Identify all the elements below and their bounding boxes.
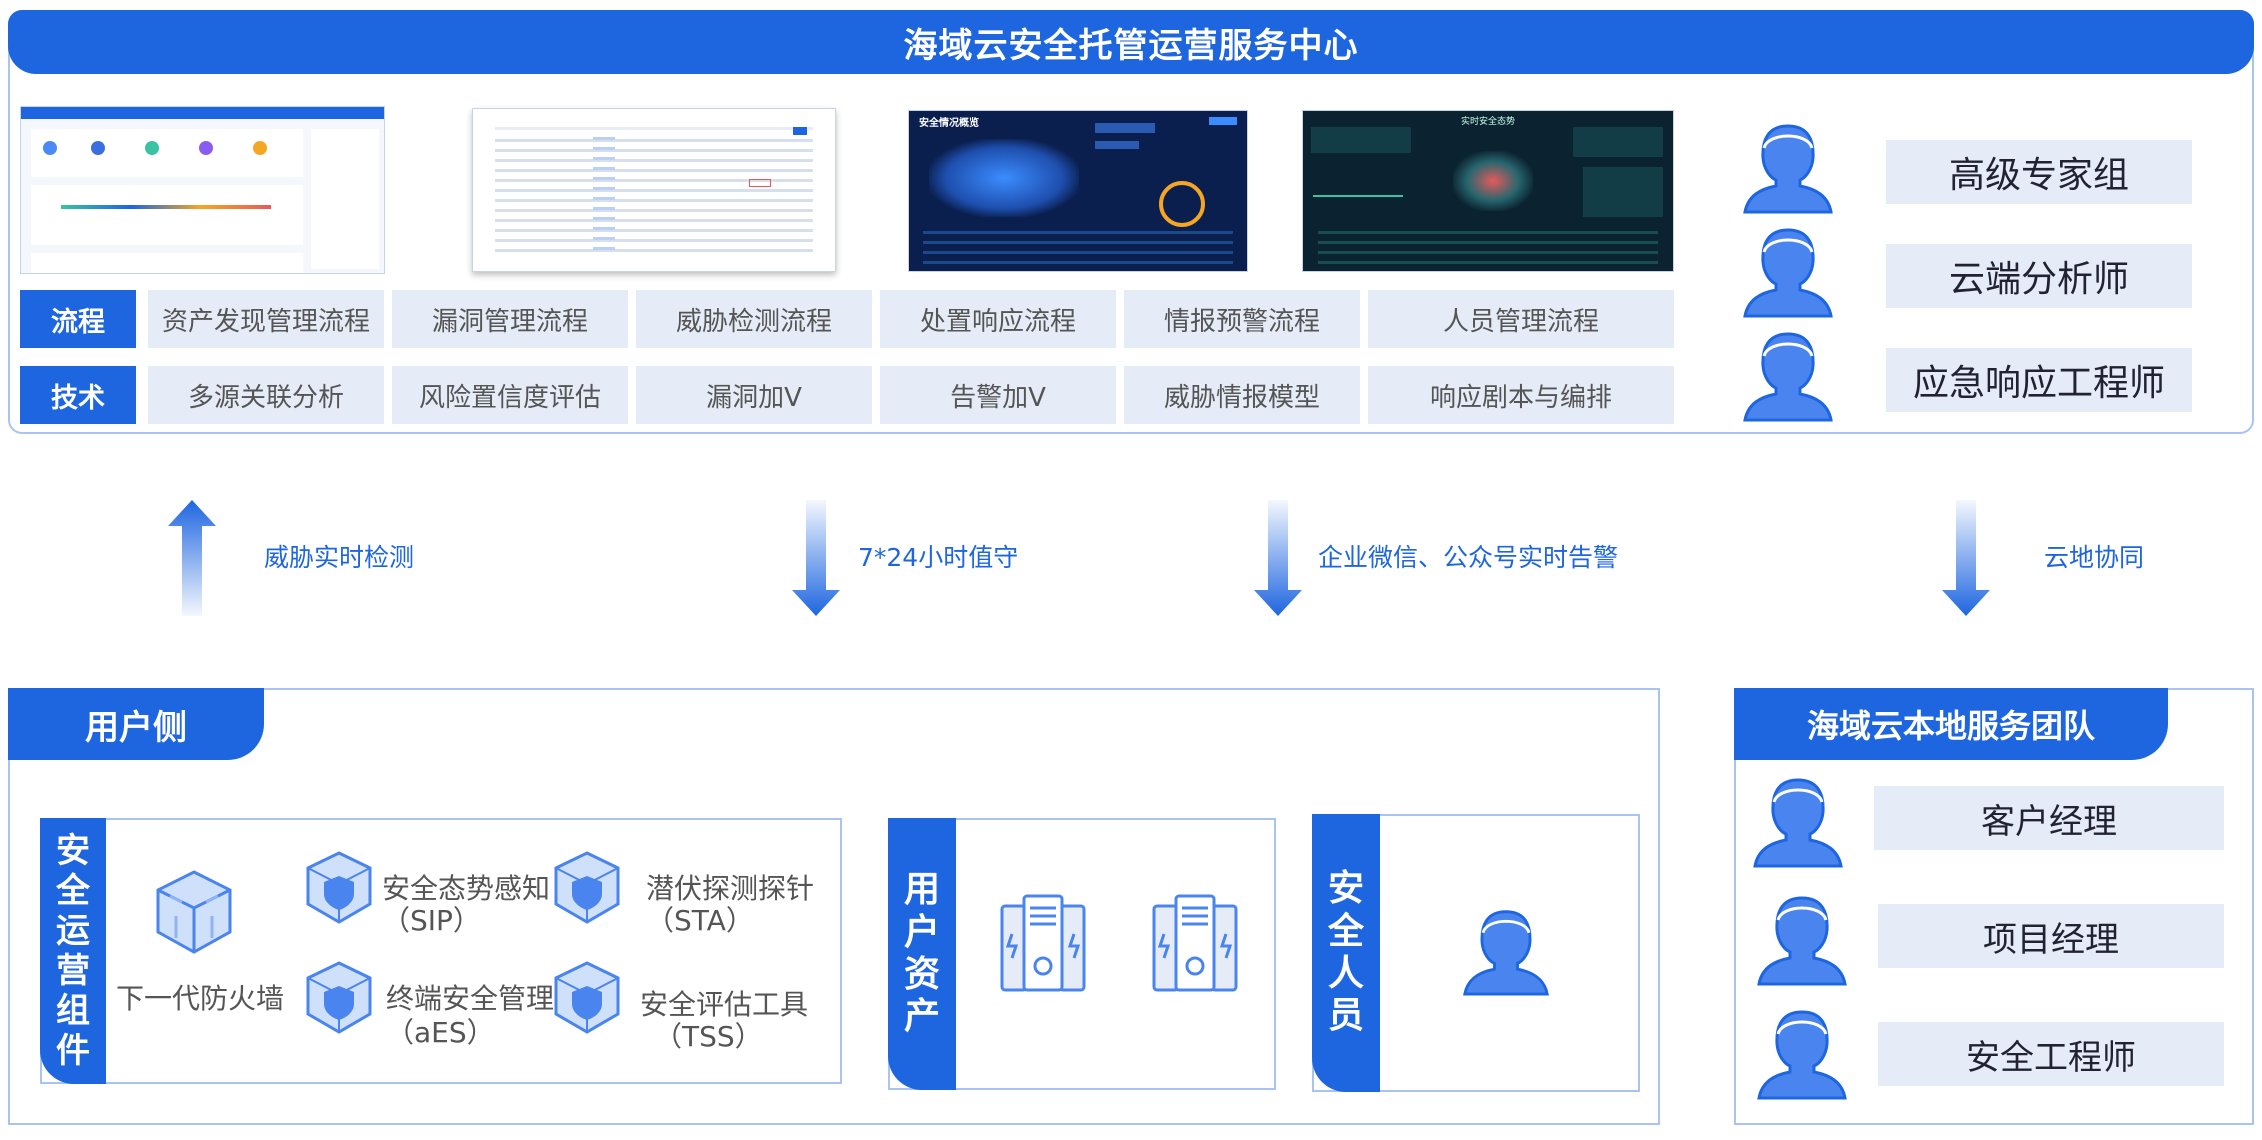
ops-components-title-text: 安全运营组件 [56,830,90,1072]
shield-cube-icon [554,851,620,924]
arrow-label-threat-detect: 威胁实时检测 [264,543,415,572]
tech-item-correlation: 多源关联分析 [148,366,384,424]
security-personnel-title: 安全人员 [1312,814,1380,1092]
user-side-frame [8,688,1660,1125]
arrow-up-icon [168,500,216,616]
arrow-down-icon [1942,500,1990,616]
realtime-title: 实时安全态势 [1460,117,1515,127]
situation-title: 安全情况概览 [919,118,979,129]
tech-row-head: 技术 [20,366,136,424]
tech-item-playbook: 响应剧本与编排 [1368,366,1674,424]
process-item-response: 处置响应流程 [880,290,1116,348]
engineer-person-icon [1743,332,1833,422]
tech-item-vuln-v: 漏洞加V [636,366,872,424]
analyst-person-icon [1743,228,1833,318]
realtime-posture-screenshot: 实时安全态势 [1302,110,1674,272]
process-item-intel: 情报预警流程 [1124,290,1360,348]
comp-tss-label: 安全评估工具 [640,988,809,1021]
ops-components-box [40,818,842,1084]
shield-cube-icon [306,851,372,924]
arrow-label-24x7: 7*24小时值守 [858,543,1019,572]
comp-sip-label: 安全态势感知 [382,872,551,905]
role-cloud-analyst: 云端分析师 [1886,244,2192,308]
security-personnel-title-text: 安全人员 [1327,868,1364,1037]
process-item-personnel: 人员管理流程 [1368,290,1674,348]
account-manager-person-icon [1753,778,1843,868]
local-role-security-engineer: 安全工程师 [1878,1022,2224,1086]
user-side-tab: 用户侧 [8,688,264,760]
local-role-project-manager: 项目经理 [1878,904,2224,968]
tech-item-alert-v: 告警加V [880,366,1116,424]
arrow-down-icon [792,500,840,616]
alert-table-screenshot [472,108,836,272]
firewall-cube-icon [156,870,232,954]
local-team-tab: 海域云本地服务团队 [1734,688,2168,760]
tech-item-risk: 风险置信度评估 [392,366,628,424]
service-center-title: 海域云安全托管运营服务中心 [8,10,2254,74]
arrow-down-icon [1254,500,1302,616]
process-item-asset: 资产发现管理流程 [148,290,384,348]
comp-aes-sub: （aES） [386,1016,495,1049]
comp-firewall-label: 下一代防火墙 [116,982,285,1015]
shield-cube-icon [306,961,372,1034]
project-manager-person-icon [1757,896,1847,986]
expert-person-icon [1743,124,1833,214]
ops-components-title: 安全运营组件 [40,818,106,1084]
arrow-label-cloud-local: 云地协同 [2044,543,2145,572]
local-role-account-manager: 客户经理 [1874,786,2224,850]
process-row-head: 流程 [20,290,136,348]
process-item-threat: 威胁检测流程 [636,290,872,348]
server-icon [1152,894,1238,992]
role-senior-expert: 高级专家组 [1886,140,2192,204]
user-assets-title: 用户资产 [888,818,956,1090]
role-emergency-engineer: 应急响应工程师 [1886,348,2192,412]
dashboard-screenshot [20,106,385,274]
comp-sta-sub: （STA） [646,904,754,937]
user-assets-title-text: 用户资产 [903,869,940,1038]
arrow-label-wechat-alert: 企业微信、公众号实时告警 [1318,543,1619,572]
server-icon [1000,894,1086,992]
comp-sta-label: 潜伏探测探针 [646,872,815,905]
comp-aes-label: 终端安全管理 [386,982,555,1015]
process-item-vuln: 漏洞管理流程 [392,290,628,348]
comp-tss-sub: （TSS） [654,1020,763,1053]
security-person-icon [1463,910,1549,996]
security-engineer-person-icon [1757,1010,1847,1100]
tech-item-intel-model: 威胁情报模型 [1124,366,1360,424]
comp-sip-sub: （SIP） [382,904,481,937]
shield-cube-icon [554,961,620,1034]
situation-overview-screenshot: 安全情况概览 [908,110,1248,272]
